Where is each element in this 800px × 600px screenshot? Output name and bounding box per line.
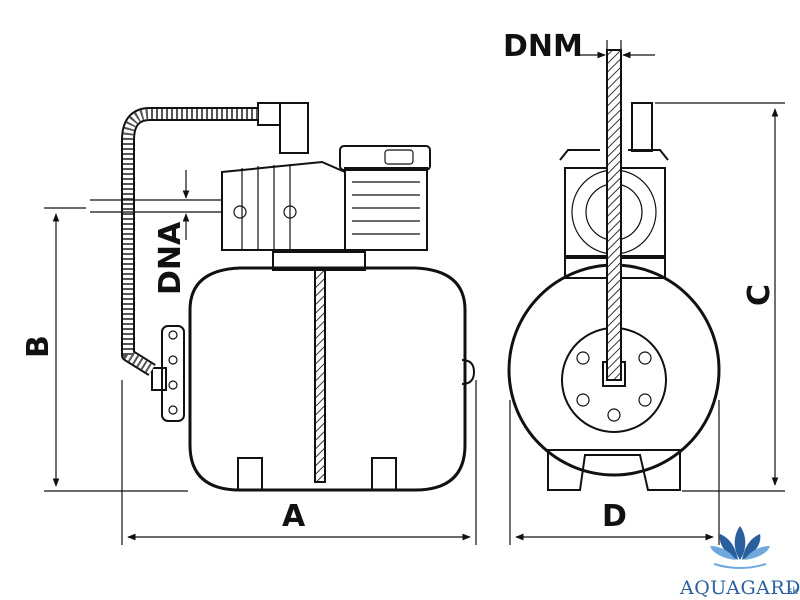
label-dnm: DNM [503,29,583,64]
label-d: D [602,499,627,534]
label-a: A [282,499,306,534]
tank-foot-left [237,457,263,491]
terminal-box [339,145,431,171]
pump-base [272,251,366,271]
label-c: C [742,284,777,306]
logo-brand: AQUAGARDEN [679,577,800,599]
lotus-icon [710,526,770,569]
side-view: DNA B A [21,102,477,545]
label-b: B [21,335,56,358]
front-stand [547,449,681,491]
outlet-stub [279,102,309,154]
aquagarden-logo: AQUAGARDEN .sk [679,526,800,599]
front-view: DNM C D [503,29,785,545]
tank-side [188,266,467,492]
hose [121,107,258,376]
hose-front [606,49,622,381]
motor-side [344,167,428,251]
label-dna: DNA [153,221,188,295]
tank-flange [161,325,185,422]
tank-valve-cap [461,359,476,385]
tank-foot-right [371,457,397,491]
logo-suffix: .sk [784,586,798,597]
outlet-stub-front [631,102,653,152]
tank-center-rod [314,269,326,483]
